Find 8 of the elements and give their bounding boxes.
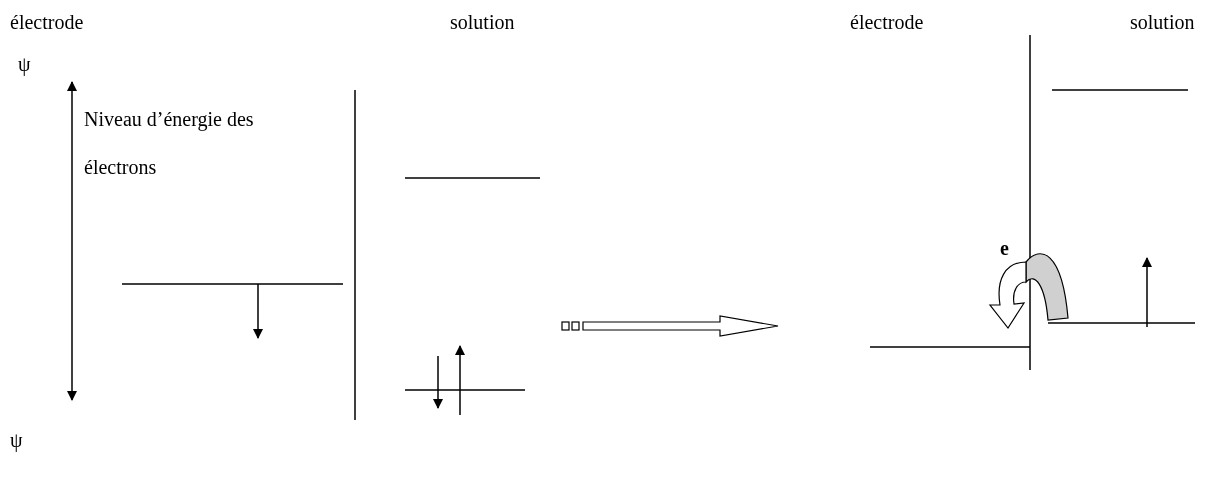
- axis-symbol: ψ: [10, 428, 23, 452]
- column-heading: électrode: [10, 10, 84, 34]
- column-heading: solution: [450, 10, 515, 34]
- axis-label: Niveau d’énergie des électrons: [84, 107, 255, 180]
- column-heading: électrode: [850, 10, 924, 34]
- axis-symbol: ψ: [18, 52, 31, 76]
- column-heading: solution: [1130, 10, 1195, 34]
- electron-label: e: [1000, 236, 1009, 260]
